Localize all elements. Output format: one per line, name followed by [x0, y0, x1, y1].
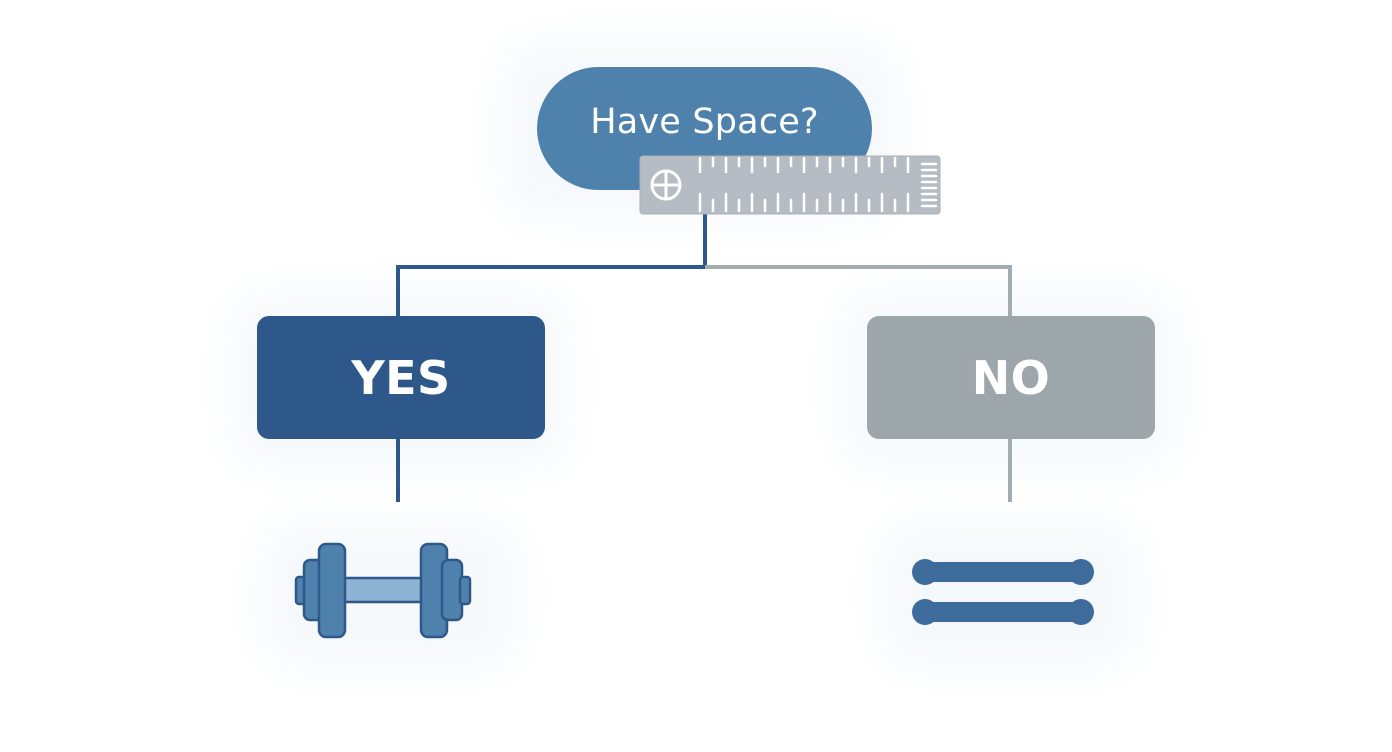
yes-label: YES: [351, 350, 451, 405]
yes-branch-line: [396, 265, 705, 318]
question-label: Have Space?: [590, 101, 819, 142]
bands-glow: [880, 520, 1140, 670]
no-branch-line: [705, 265, 1012, 318]
crosshair-icon: [650, 169, 682, 201]
no-label: NO: [971, 350, 1051, 405]
yes-node: YES: [257, 316, 545, 439]
no-node: NO: [867, 316, 1155, 439]
